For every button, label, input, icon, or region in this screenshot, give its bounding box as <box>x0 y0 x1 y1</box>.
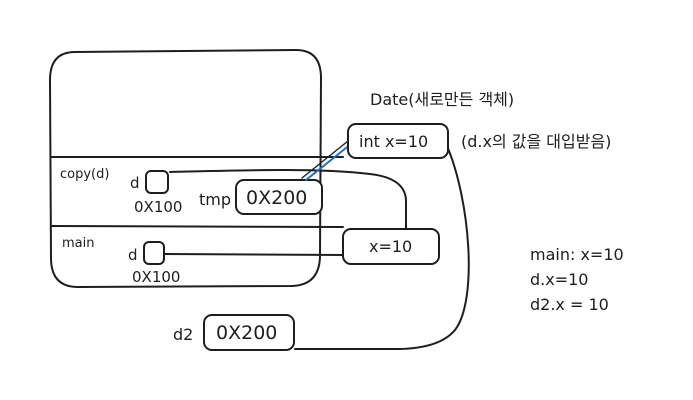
main-var-d-label: d <box>128 246 138 264</box>
main-var-d-box <box>143 241 165 265</box>
tmp-box <box>235 179 323 215</box>
d2-label: d2 <box>173 325 193 344</box>
tmp-to-new-object-arrow-outline <box>301 140 349 179</box>
result-line-3: d2.x = 10 <box>530 295 609 314</box>
frame-label-main: main <box>62 236 94 251</box>
copy-var-d-address: 0X100 <box>134 198 182 216</box>
copy-var-d-box <box>145 170 169 194</box>
copy-var-d-label: d <box>130 174 140 192</box>
tmp-label: tmp <box>199 190 231 209</box>
new-object-reference-line <box>294 145 470 350</box>
stack-frame-outline <box>49 49 322 288</box>
result-line-2: d.x=10 <box>530 270 588 289</box>
tmp-to-new-object-arrow <box>305 143 352 181</box>
frame-divider-bottom <box>50 225 344 228</box>
original-object-field: x=10 <box>369 237 412 256</box>
main-var-d-address: 0X100 <box>132 268 180 286</box>
tmp-value: 0X200 <box>246 187 307 209</box>
original-object-box <box>342 228 440 265</box>
frame-label-copy: copy(d) <box>60 167 109 182</box>
result-line-1: main: x=10 <box>530 245 624 264</box>
d2-box <box>203 314 295 351</box>
d2-value: 0X200 <box>216 322 277 344</box>
copy-d-reference-line <box>169 169 407 229</box>
date-object-title: Date(새로만든 객체) <box>370 90 514 109</box>
main-d-reference-line <box>163 253 345 256</box>
new-object-field: int x=10 <box>359 132 428 151</box>
new-object-box <box>347 123 449 159</box>
new-object-note: (d.x의 값을 대입받음) <box>461 132 611 151</box>
